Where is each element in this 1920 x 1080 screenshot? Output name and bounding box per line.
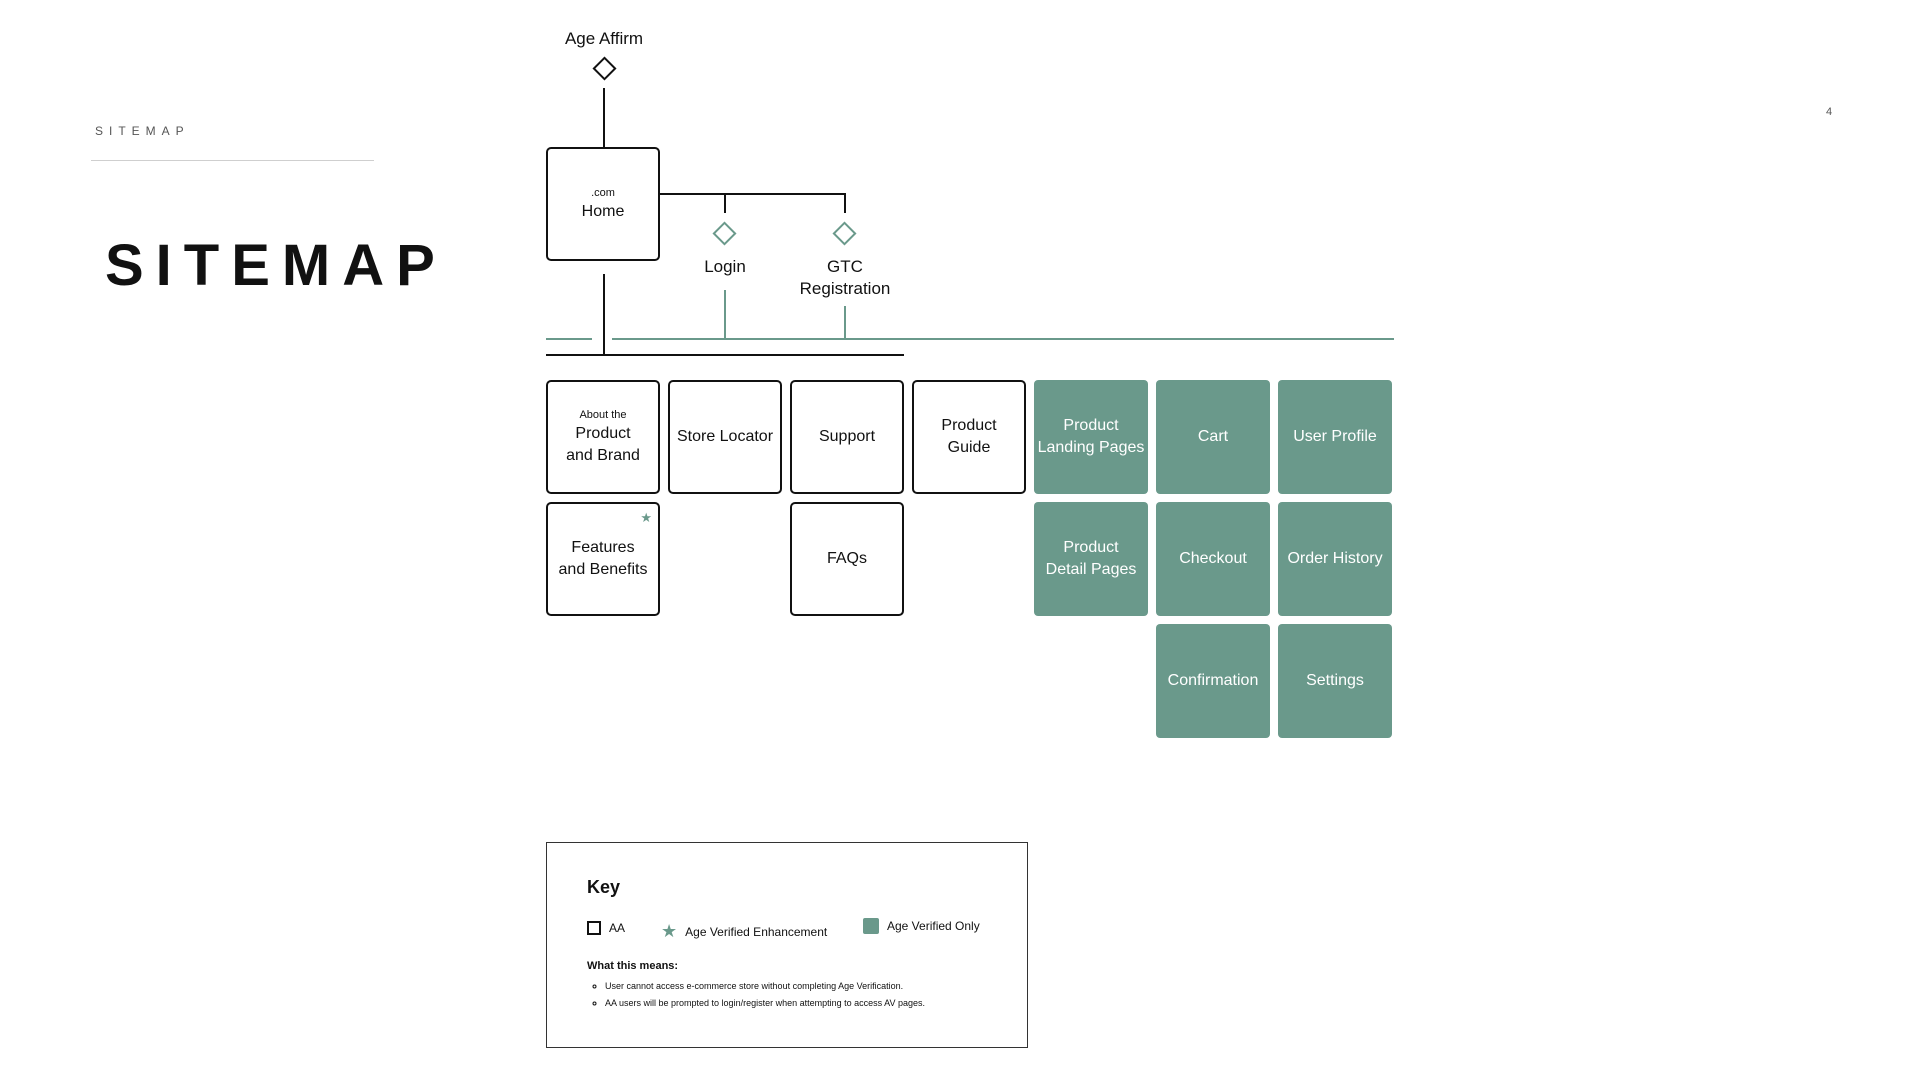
- product-landing-line1: Product: [1063, 417, 1119, 434]
- product-detail-line1: Product: [1063, 539, 1119, 556]
- star-icon: ★: [661, 921, 678, 941]
- age-affirm-diamond-icon: [592, 56, 617, 81]
- user-profile-label: User Profile: [1293, 428, 1377, 445]
- checkout-label: Checkout: [1179, 550, 1247, 567]
- connector-green: [546, 338, 592, 340]
- confirmation-node[interactable]: Confirmation: [1156, 624, 1270, 738]
- gtc-diamond-icon: [832, 221, 857, 246]
- connector-green: [844, 306, 846, 338]
- connector: [603, 274, 605, 356]
- home-domain-label: .com: [591, 186, 615, 199]
- product-guide-line2: Guide: [947, 439, 991, 456]
- key-subtitle: What this means:: [587, 960, 679, 972]
- product-detail-line2: Detail Pages: [1045, 561, 1137, 578]
- home-label: Home: [581, 202, 625, 220]
- key-bullet: User cannot access e-commerce store with…: [605, 981, 925, 991]
- login-diamond-icon: [712, 221, 737, 246]
- age-affirm-label: Age Affirm: [564, 29, 644, 48]
- features-benefits-node[interactable]: ★ Features and Benefits: [546, 502, 660, 616]
- user-profile-node[interactable]: User Profile: [1278, 380, 1392, 494]
- key-panel: Key AA ★ Age Verified Enhancement Age Ve…: [546, 842, 1028, 1048]
- section-eyebrow: SITEMAP: [95, 124, 190, 138]
- settings-label: Settings: [1306, 672, 1364, 689]
- about-product-brand-node[interactable]: About the Product and Brand: [546, 380, 660, 494]
- connector: [724, 193, 726, 213]
- key-item-enhancement: ★ Age Verified Enhancement: [661, 921, 827, 942]
- key-item-only: Age Verified Only: [863, 918, 980, 934]
- key-title: Key: [587, 877, 621, 897]
- connector: [844, 193, 846, 213]
- store-locator-node[interactable]: Store Locator: [668, 380, 782, 494]
- features-line2: and Benefits: [558, 561, 648, 578]
- store-locator-label: Store Locator: [676, 428, 774, 445]
- connector: [546, 354, 904, 356]
- key-aa-label: AA: [609, 921, 626, 935]
- key-enhancement-label: Age Verified Enhancement: [685, 924, 828, 939]
- faqs-node[interactable]: FAQs: [790, 502, 904, 616]
- login-label[interactable]: Login: [704, 257, 746, 276]
- gtc-registration-label[interactable]: GTC Registration: [785, 256, 905, 300]
- registration-label: Registration: [799, 279, 891, 298]
- product-guide-node[interactable]: Product Guide: [912, 380, 1026, 494]
- support-label: Support: [818, 428, 876, 445]
- order-history-node[interactable]: Order History: [1278, 502, 1392, 616]
- about-line1: Product: [575, 424, 631, 442]
- about-line2: and Brand: [566, 446, 640, 464]
- connector-green: [724, 290, 726, 338]
- cart-node[interactable]: Cart: [1156, 380, 1270, 494]
- page-number: 4: [1826, 106, 1833, 118]
- connector: [660, 193, 846, 195]
- about-small-label: About the: [579, 408, 627, 421]
- checkout-node[interactable]: Checkout: [1156, 502, 1270, 616]
- features-line1: Features: [571, 539, 635, 556]
- outline-square-icon: [587, 921, 601, 935]
- cart-label: Cart: [1197, 428, 1229, 445]
- support-node[interactable]: Support: [790, 380, 904, 494]
- connector-green: [612, 338, 1394, 340]
- product-landing-pages-node[interactable]: Product Landing Pages: [1034, 380, 1148, 494]
- order-history-label: Order History: [1287, 550, 1383, 567]
- filled-square-icon: [863, 918, 879, 934]
- page-title: SITEMAP: [105, 233, 447, 298]
- key-bullet-list: User cannot access e-commerce store with…: [587, 981, 925, 1015]
- key-only-label: Age Verified Only: [887, 919, 980, 933]
- settings-node[interactable]: Settings: [1278, 624, 1392, 738]
- key-item-aa: AA: [587, 921, 625, 935]
- star-icon: ★: [640, 510, 652, 525]
- product-guide-line1: Product: [941, 417, 997, 434]
- product-detail-pages-node[interactable]: Product Detail Pages: [1034, 502, 1148, 616]
- connector: [603, 88, 605, 148]
- faqs-label: FAQs: [826, 550, 867, 567]
- key-bullet: AA users will be prompted to login/regis…: [605, 998, 925, 1008]
- product-landing-line2: Landing Pages: [1037, 439, 1145, 456]
- gtc-label: GTC: [827, 257, 863, 276]
- home-node[interactable]: .com Home: [546, 147, 660, 261]
- confirmation-label: Confirmation: [1167, 672, 1259, 689]
- eyebrow-divider: [91, 160, 374, 161]
